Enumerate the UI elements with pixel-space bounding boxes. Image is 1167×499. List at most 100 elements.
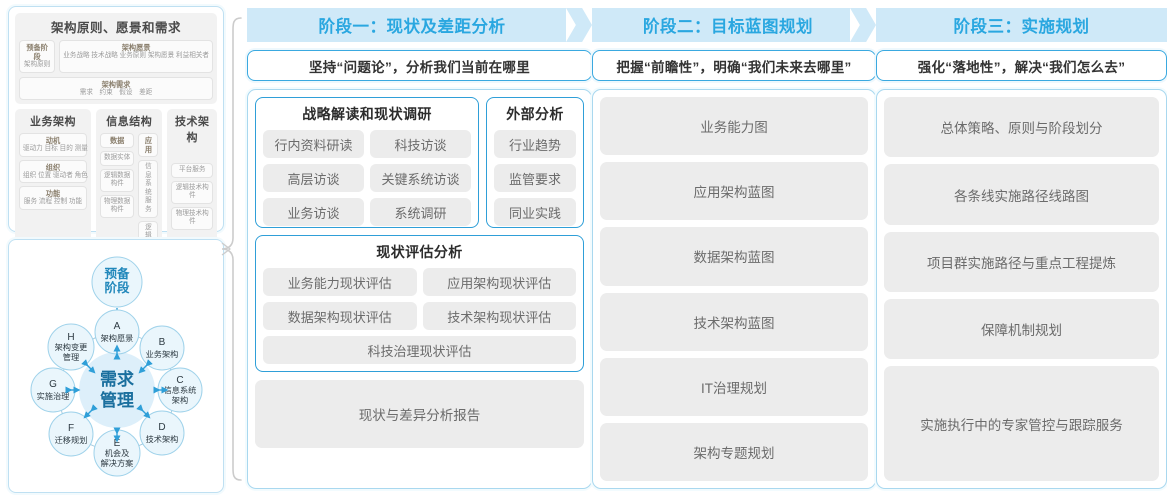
brace-connector (221, 17, 242, 481)
architecture-vision-body: 业务战略 技术战略 业务原则 架构愿景 利益相关者 (63, 52, 209, 59)
motivation-header: 动机 (45, 136, 61, 146)
gap-analysis-report-chip[interactable]: 现状与差异分析报告 (255, 380, 584, 448)
external-chip[interactable]: 行业趋势 (494, 130, 576, 158)
node-b-label: 业务架构 (146, 349, 179, 359)
data-header: 数据 (109, 136, 125, 146)
logical-data-component-box: 逻辑数据构件 (100, 168, 135, 192)
node-c-label-2: 架构 (172, 395, 188, 405)
node-f-label: 迁移规划 (55, 435, 88, 445)
phase-1-body: 战略解读和现状调研 行内资料研读 科技访谈 高层访谈 关键系统访谈 业务访谈 系… (247, 89, 592, 489)
prep-phase-body: 架构原则 (23, 61, 51, 68)
motivation-box: 动机 驱动力 目标 目的 测量 (19, 133, 88, 157)
phase-2-body: 业务能力图 应用架构蓝图 数据架构蓝图 技术架构蓝图 IT治理规划 架构专题规划 (592, 89, 876, 489)
application-header-box: 应用 (138, 133, 159, 158)
column-title: 信息结构 (106, 116, 153, 129)
phase-column-1: 坚持“问题论”，分析我们当前在哪里 战略解读和现状调研 行内资料研读 科技访谈 … (247, 50, 592, 489)
data-entity-label: 数据实体 (104, 154, 131, 162)
implementation-item[interactable]: 各条线实施路径线路图 (884, 164, 1159, 225)
current-state-assessment-card: 现状评估分析 业务能力现状评估 应用架构现状评估 数据架构现状评估 技术架构现状… (255, 235, 584, 372)
phase-3-body: 总体策略、原则与阶段划分 各条线实施路径线路图 项目群实施路径与重点工程提炼 保… (876, 89, 1167, 489)
prep-phase-line1: 预备 (104, 266, 130, 281)
implementation-item[interactable]: 实施执行中的专家管控与跟踪服务 (884, 366, 1159, 482)
blueprint-item[interactable]: IT治理规划 (600, 357, 868, 416)
node-d-key: D (158, 422, 165, 433)
chevron-right-icon (850, 8, 876, 42)
prep-phase-box: 预备阶段 架构原则 (19, 40, 56, 73)
data-entity-box: 数据实体 (100, 151, 135, 166)
organization-header: 组织 (45, 162, 61, 172)
node-a-label: 架构愿景 (101, 333, 134, 343)
implementation-item[interactable]: 项目群实施路径与重点工程提炼 (884, 231, 1159, 293)
phase-column-3: 强化“落地性”，解决“我们怎么去” 总体策略、原则与阶段划分 各条线实施路径线路… (876, 50, 1167, 489)
logical-technology-component-box: 逻辑技术构件 (171, 180, 213, 204)
column-title: 业务架构 (30, 116, 76, 129)
node-g-label: 实施治理 (37, 391, 70, 401)
phase-2-subtitle: 把握“前瞻性”，明确“我们未来去哪里” (592, 50, 876, 81)
assessment-chip[interactable]: 技术架构现状评估 (422, 302, 576, 330)
assessment-chip-full[interactable]: 科技治理现状评估 (263, 336, 576, 364)
data-header-box: 数据 (100, 133, 135, 149)
assessment-chip[interactable]: 数据架构现状评估 (263, 302, 417, 330)
node-h-key: H (67, 332, 74, 343)
cycle-center-line2: 管理 (100, 390, 134, 410)
cycle-center-line1: 需求 (100, 369, 134, 389)
architecture-vision-header: 架构愿景 (121, 43, 151, 52)
research-chip[interactable]: 系统调研 (370, 198, 471, 226)
node-d-label: 技术架构 (146, 434, 179, 444)
function-header: 功能 (45, 189, 61, 199)
research-chip[interactable]: 高层访谈 (263, 164, 364, 192)
node-b-key: B (159, 337, 166, 348)
research-chip[interactable]: 行内资料研读 (263, 130, 364, 158)
chevron-right-icon (566, 8, 592, 42)
external-chip[interactable]: 同业实践 (494, 198, 576, 226)
implementation-item[interactable]: 总体策略、原则与阶段划分 (884, 97, 1159, 158)
node-e-label-1: 机会及 (105, 448, 130, 458)
phase-band-label-1: 阶段一：现状及差距分析 (318, 18, 506, 36)
node-e-key: E (114, 438, 121, 449)
architecture-requirements-body: 需求 约束 假设 差距 (79, 88, 153, 96)
node-e-label-2: 解决方案 (101, 458, 134, 468)
phase-1-subtitle: 坚持“问题论”，分析我们当前在哪里 (247, 50, 592, 81)
togaf-content-framework-card: 架构原则、愿景和需求 预备阶段 架构原则 架构愿景 业务战略 技术战略 业务原则… (8, 6, 224, 388)
external-chip[interactable]: 监管要求 (494, 164, 576, 192)
phase-3-subtitle: 强化“落地性”，解决“我们怎么去” (876, 50, 1167, 81)
assessment-chip[interactable]: 应用架构现状评估 (422, 268, 576, 296)
blueprint-item[interactable]: 数据架构蓝图 (600, 227, 868, 286)
assessment-chip[interactable]: 业务能力现状评估 (263, 268, 417, 296)
function-body: 服务 流程 控制 功能 (23, 198, 83, 206)
information-system-service-box: 信息系统服务 (138, 160, 159, 218)
implementation-item[interactable]: 保障机制规划 (884, 299, 1159, 360)
organization-box: 组织 组织 位置 驱动者 角色 (19, 159, 88, 184)
motivation-body: 驱动力 目标 目的 测量 (23, 145, 88, 153)
physical-technology-component-label: 物理技术构件 (175, 209, 209, 226)
column-title: 技术架构 (174, 116, 210, 145)
blueprint-item[interactable]: 应用架构蓝图 (600, 162, 868, 221)
adm-cycle-card: 预备 阶段 需求 管理 A 架构愿景 B 业务架构 C (8, 239, 224, 493)
platform-service-label: 平台服务 (179, 166, 206, 174)
information-system-service-label: 信息系统服务 (145, 163, 152, 213)
external-analysis-title: 外部分析 (506, 106, 564, 122)
research-chip[interactable]: 科技访谈 (370, 130, 471, 158)
research-chip[interactable]: 关键系统访谈 (370, 164, 471, 192)
logical-data-component-label: 逻辑数据构件 (104, 171, 131, 188)
blueprint-item[interactable]: 架构专题规划 (600, 422, 868, 482)
node-a-key: A (114, 321, 121, 332)
phase-band-3 (876, 8, 1167, 42)
application-header: 应用 (144, 136, 153, 155)
function-box: 功能 服务 流程 控制 功能 (19, 186, 87, 210)
physical-technology-component-box: 物理技术构件 (171, 206, 213, 230)
phase-band-label-3: 阶段三：实施规划 (953, 18, 1090, 36)
research-chip[interactable]: 业务访谈 (263, 198, 364, 226)
strategy-research-title: 战略解读和现状调研 (302, 106, 432, 122)
node-c-key: C (176, 375, 183, 386)
blueprint-item[interactable]: 技术架构蓝图 (600, 292, 868, 351)
external-analysis-card: 外部分析 行业趋势 监管要求 同业实践 (486, 97, 584, 228)
blueprint-item[interactable]: 业务能力图 (600, 97, 868, 156)
node-g-key: G (49, 379, 57, 390)
phase-band-label-2: 阶段二：目标蓝图规划 (643, 18, 813, 36)
adm-cycle-svg: 预备 阶段 需求 管理 A 架构愿景 B 业务架构 C (30, 256, 203, 477)
strategy-research-card: 战略解读和现状调研 行内资料研读 科技访谈 高层访谈 关键系统访谈 业务访谈 系… (255, 97, 479, 228)
physical-data-component-label: 物理数据构件 (104, 197, 131, 214)
phase-band-2 (592, 8, 876, 42)
